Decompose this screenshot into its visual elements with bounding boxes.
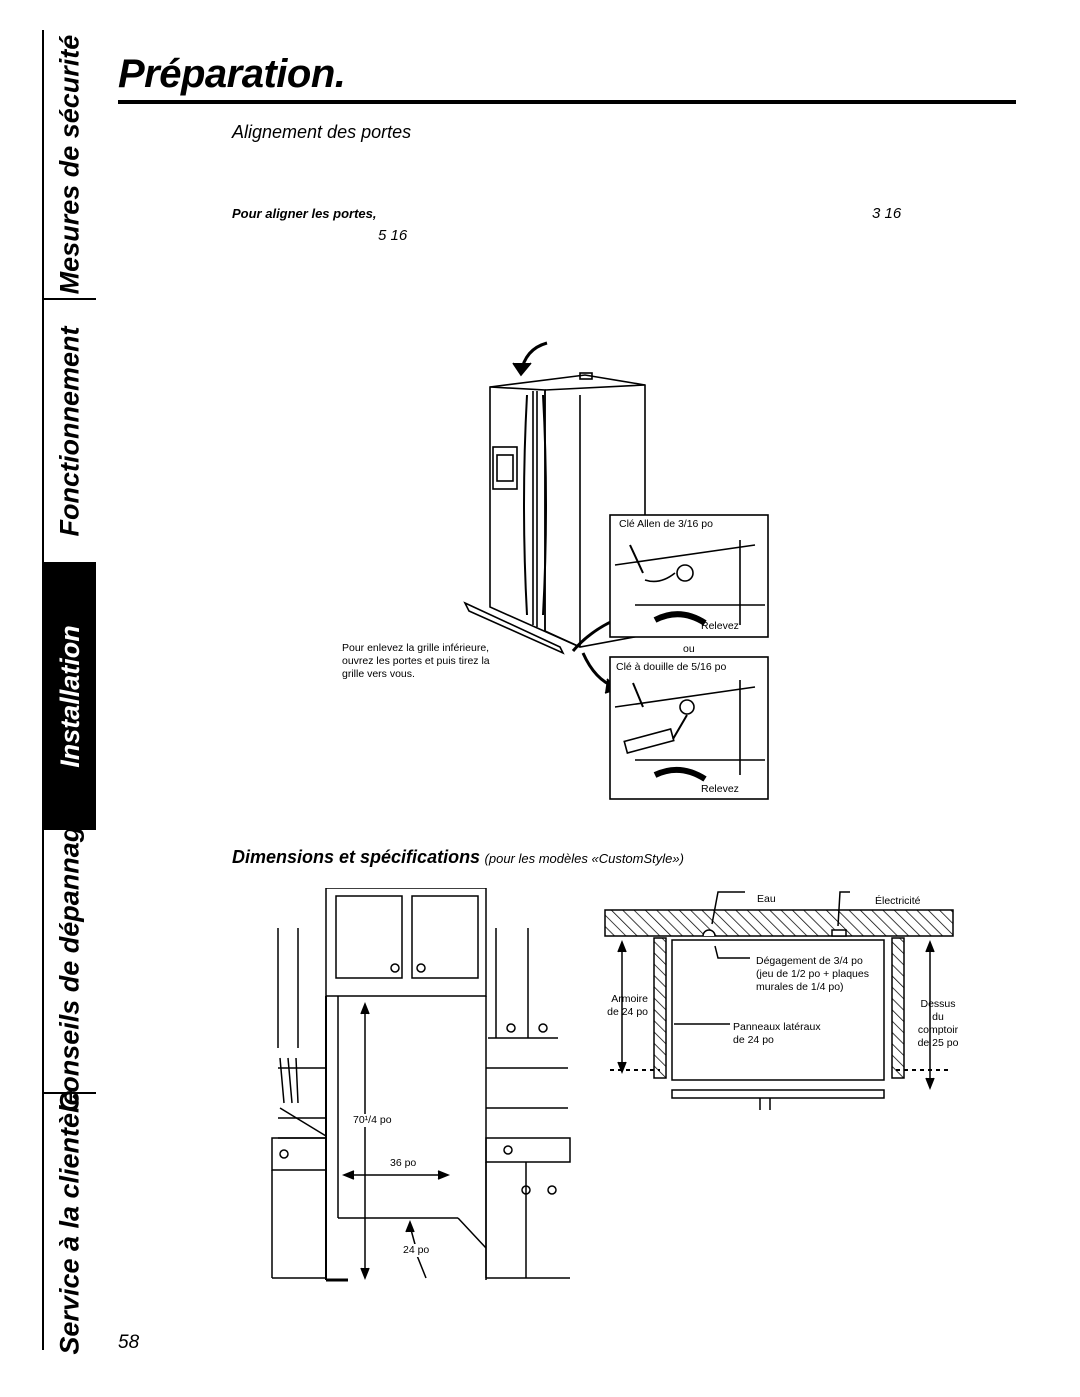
section-heading-dimensions: Dimensions et spécifications (pour les m… [232,847,684,868]
or-label: ou [683,643,695,655]
raise-label-2: Relevez [701,783,739,795]
tab-operation[interactable]: Fonctionnement [54,326,85,536]
tab-customer-service[interactable]: Service à la clientèle [54,1089,85,1355]
clearance-label: Dégagement de 3/4 po (jeu de 1/2 po + pl… [756,955,869,993]
instruction-fragment-a: 3 16 [872,205,902,222]
raise-label-1: Relevez [701,620,739,632]
width-dimension: 36 po [390,1157,417,1170]
countertop-line3: de 25 po [917,1037,959,1049]
title-rule [118,100,1016,104]
cabinet-label: Armoire de 24 po [604,993,648,1019]
tab-troubleshooting[interactable]: Conseils de dépannage [54,810,85,1112]
countertop-line1: Dessus du [920,998,956,1023]
heading-bold: Dimensions et spécifications [232,847,481,867]
tab-safety[interactable]: Mesures de sécurité [54,34,85,294]
grille-note: Pour enlevez la grille inférieure, ouvre… [342,642,490,680]
side-tabs: Mesures de sécurité Fonctionnement Insta… [42,30,96,1355]
tab-installation[interactable]: Installation [44,562,96,830]
cabinet-label-line1: Armoire [611,993,648,1005]
side-panels-line1: Panneaux latéraux [733,1021,821,1033]
depth-dimension: 24 po [403,1244,430,1257]
instruction-lead: Pour aligner les portes, [232,206,377,221]
page-number: 58 [118,1332,140,1353]
countertop-label: Dessus du comptoir de 25 po [914,998,962,1050]
allen-wrench-label: Clé Allen de 3/16 po [619,518,713,530]
countertop-line2: comptoir [917,1024,959,1036]
height-dimension: 70¹/4 po [353,1114,392,1127]
side-panels-label: Panneaux latéraux de 24 po [733,1021,821,1047]
side-panels-line2: de 24 po [733,1034,774,1046]
instruction-fragment-b: 5 16 [378,227,408,244]
cabinet-dimensions-figure [271,888,571,1282]
electricity-label: Électricité [875,895,921,907]
cabinet-label-line2: de 24 po [607,1006,648,1018]
socket-wrench-label: Clé à douille de 5/16 po [616,661,727,673]
refrigerator-door-figure [463,341,769,800]
page-title: Préparation. [118,52,346,96]
water-label: Eau [757,893,776,905]
section-heading-door-alignment: Alignement des portes [232,122,412,142]
plan-view-figure [604,891,954,1110]
heading-rest: (pour les modèles «CustomStyle») [484,851,684,866]
